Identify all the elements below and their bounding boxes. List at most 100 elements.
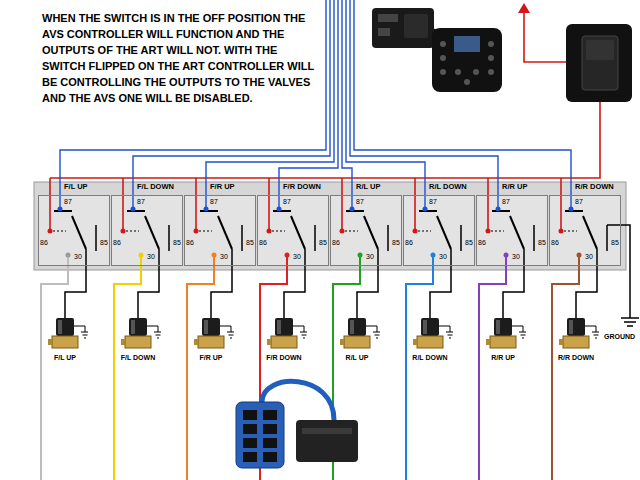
pin-number: 87 [283,198,291,205]
valve-part [84,338,86,339]
valve-part [300,332,307,333]
valve-part [156,335,161,336]
relay-label: R/R DOWN [575,183,614,191]
valve-part [486,339,490,345]
relay-box: R/L UP87868530 [330,195,402,266]
valve-part [58,320,62,334]
valve-part [81,332,88,333]
relay-label: R/L UP [356,183,380,191]
valve-part [569,320,573,334]
valve-part [227,332,234,333]
pin-number: 86 [551,239,559,246]
valve-part [198,336,224,348]
pin-number: 87 [210,198,218,205]
valve-node: R/L DOWN [406,318,454,364]
output-wire [576,266,597,318]
pin-number: 86 [332,239,340,246]
valve-label: F/R DOWN [260,354,308,361]
valve-node: R/L UP [333,318,381,364]
valve-part [194,339,198,345]
ground-symbol [607,225,639,326]
valve-part [48,339,52,345]
pin-number: 30 [293,253,301,260]
pin-number: 85 [538,239,546,246]
pin-number: 86 [405,239,413,246]
pin-number: 85 [319,239,327,246]
relay-label: F/R DOWN [283,183,321,191]
valve-part [494,318,512,336]
pin-number: 86 [40,239,48,246]
valve-part [595,338,597,339]
relay-box: R/R UP87868530 [476,195,548,266]
valve-part [522,338,524,339]
pin-number: 87 [64,198,72,205]
valve-part [521,335,526,336]
solenoid-valve [114,318,162,352]
valve-label: F/L DOWN [114,354,162,361]
valve-part [496,320,500,334]
valve-part [567,318,585,336]
pin-dot [66,253,582,258]
valve-part [559,339,563,345]
pin-number: 85 [246,239,254,246]
solenoid-valve [406,318,454,352]
valve-part [74,326,85,332]
valve-part [230,338,232,339]
valve-part [125,336,151,348]
valve-part [340,339,344,345]
output-wire [211,266,232,318]
relay-label: F/R UP [210,183,235,191]
valve-part [448,335,453,336]
relay-box: F/R UP87868530 [184,195,256,266]
valve-part [594,335,599,336]
valve-part [293,326,304,332]
output-wire [284,266,305,318]
relay-box: R/L DOWN87868530 [403,195,475,266]
output-wire [503,266,524,318]
pin-number: 87 [575,198,583,205]
output-wire [65,266,86,318]
valve-label: R/R DOWN [552,354,600,361]
pin-number: 86 [186,239,194,246]
valve-part [439,326,450,332]
valve-part [267,339,271,345]
valve-part [204,320,208,334]
valve-label: R/R UP [479,354,527,361]
relay-box: R/R DOWN87868530 [549,195,621,266]
valve-part [375,335,380,336]
valve-label: F/R UP [187,354,235,361]
valve-label: F/L UP [41,354,89,361]
valve-part [417,336,443,348]
pin-number: 85 [611,239,619,246]
controller-remote [432,28,502,92]
relay-label: F/L DOWN [137,183,174,191]
pin-number: 30 [74,253,82,260]
pin-number: 86 [113,239,121,246]
valve-part [83,335,88,336]
valve-part [592,332,599,333]
rocker-switch [566,24,632,102]
pin-number: 87 [137,198,145,205]
pin-number: 85 [173,239,181,246]
valve-part [271,336,297,348]
ground-label: GROUND [604,333,635,340]
valve-node: R/R DOWN [552,318,600,364]
relay-label: F/L UP [64,183,88,191]
valve-part [275,318,293,336]
valve-part [344,336,370,348]
valve-part [154,332,161,333]
pin-number: 30 [147,253,155,260]
valve-part [302,335,307,336]
pin-number: 86 [259,239,267,246]
valve-part [303,338,305,339]
valve-node: F/R DOWN [260,318,308,364]
pin-number: 87 [502,198,510,205]
solenoid-valve [333,318,381,352]
output-wire [138,266,159,318]
valve-part [131,320,135,334]
relay-box: F/L DOWN87868530 [111,195,183,266]
valve-part [147,326,158,332]
pin-number: 30 [366,253,374,260]
valve-part [56,318,74,336]
valve-part [348,318,366,336]
